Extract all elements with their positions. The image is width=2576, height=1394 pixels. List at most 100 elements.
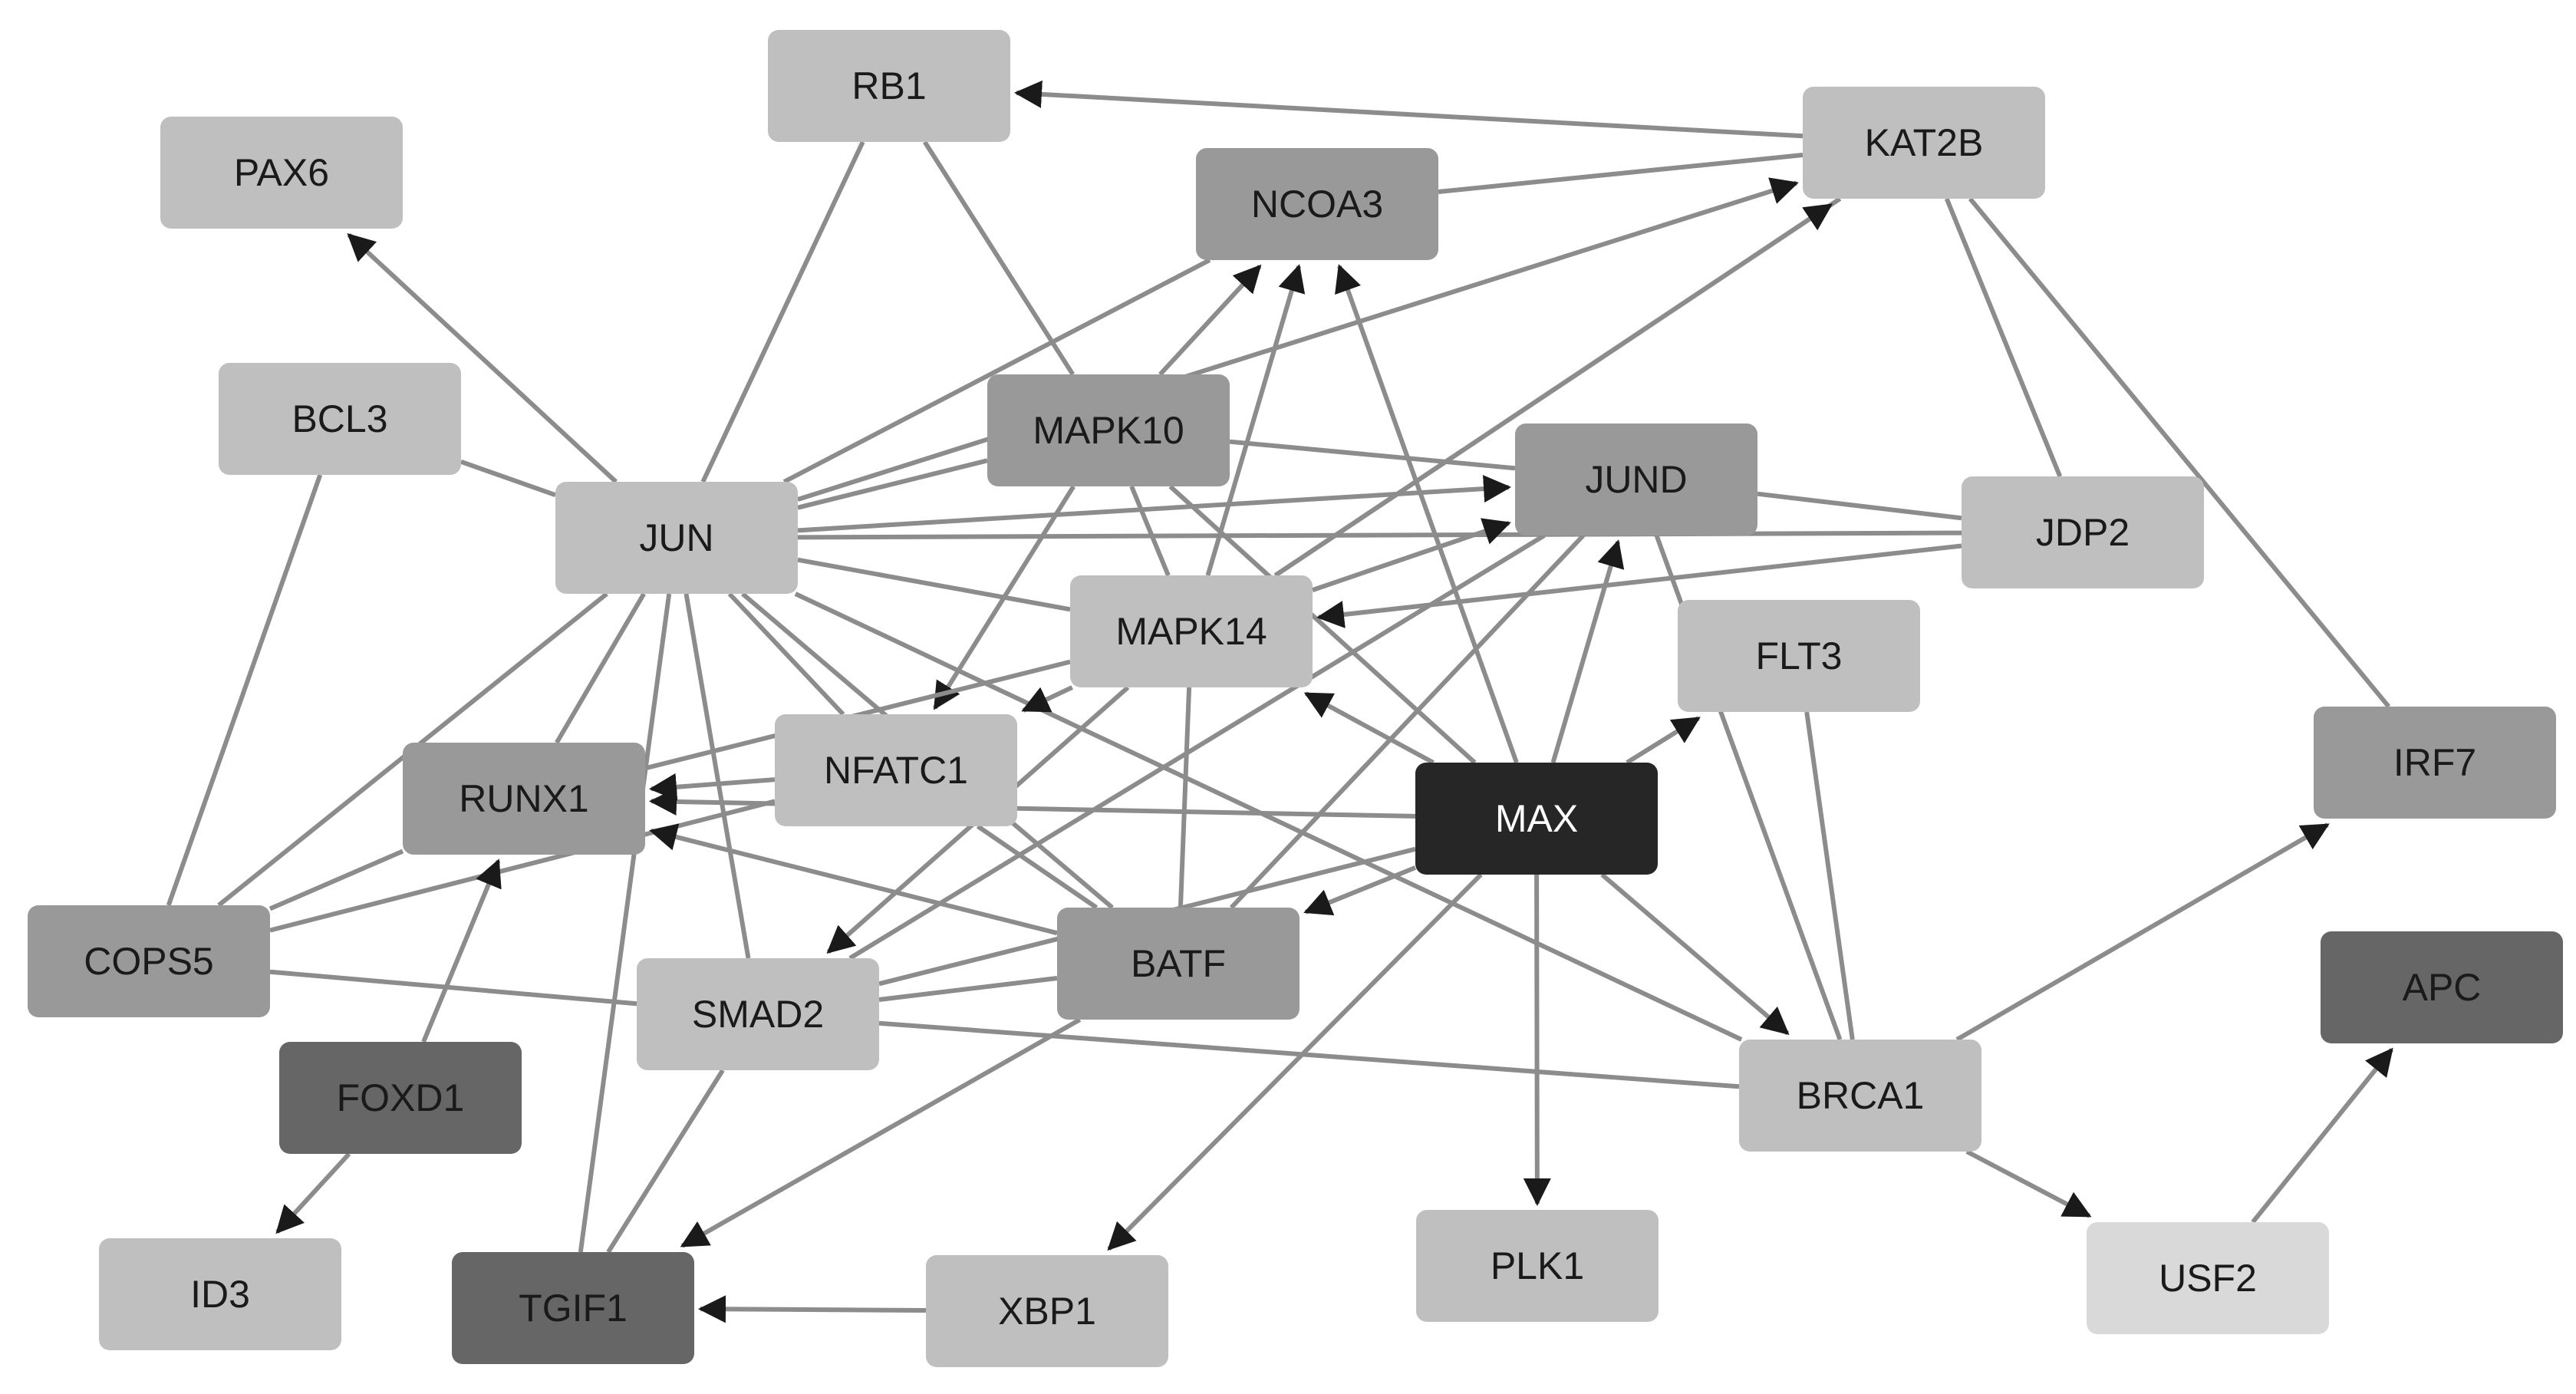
node-label: TGIF1	[519, 1287, 628, 1330]
node-label: KAT2B	[1865, 121, 1984, 164]
node-irf7[interactable]: IRF7	[2314, 707, 2556, 819]
node-box	[926, 1255, 1168, 1367]
node-mapk10[interactable]: MAPK10	[987, 374, 1230, 486]
node-label: BRCA1	[1797, 1074, 1925, 1117]
edge-nfatc1-runx1	[649, 773, 776, 801]
node-label: COPS5	[84, 940, 214, 983]
node-kat2b[interactable]: KAT2B	[1803, 87, 2045, 199]
node-nfatc1[interactable]: NFATC1	[775, 714, 1017, 826]
node-box	[1415, 763, 1658, 875]
node-box	[403, 743, 645, 855]
edge-mapk14-kat2b	[1273, 203, 1833, 578]
edge-jund-smad2	[848, 533, 1546, 961]
node-foxd1[interactable]: FOXD1	[279, 1042, 522, 1154]
edge-mapk14-batf	[1178, 687, 1192, 908]
node-cops5[interactable]: COPS5	[28, 905, 270, 1017]
node-box	[1196, 148, 1438, 260]
edge-max-mapk14	[1303, 691, 1435, 765]
edge-foxd1-runx1	[421, 858, 502, 1043]
node-box	[1739, 1040, 1981, 1152]
node-label: JUN	[639, 516, 713, 559]
node-ncoa3[interactable]: NCOA3	[1196, 148, 1438, 260]
edge-smad2-brca1	[878, 1020, 1740, 1089]
edge-jun-pax6	[347, 232, 618, 484]
node-jun[interactable]: JUN	[555, 482, 798, 594]
edge-jun-runx1	[555, 592, 646, 744]
node-runx1[interactable]: RUNX1	[403, 743, 645, 855]
node-id3[interactable]: ID3	[99, 1238, 341, 1350]
node-box	[775, 714, 1017, 826]
node-box	[1070, 575, 1313, 687]
node-usf2[interactable]: USF2	[2087, 1222, 2329, 1334]
edge-max-jund	[1550, 539, 1625, 763]
node-xbp1[interactable]: XBP1	[926, 1255, 1168, 1367]
node-box	[2087, 1222, 2329, 1334]
edge-max-brca1	[1600, 872, 1790, 1036]
edge-max-ncoa3	[1335, 264, 1519, 764]
node-label: JDP2	[2036, 511, 2130, 554]
edge-jun-jdp2	[797, 530, 1962, 540]
edge-cops5-runx1	[268, 849, 404, 911]
node-apc[interactable]: APC	[2321, 931, 2563, 1043]
node-label: PLK1	[1491, 1244, 1584, 1287]
node-jdp2[interactable]: JDP2	[1962, 476, 2204, 588]
node-label: JUND	[1585, 458, 1687, 501]
node-tgif1[interactable]: TGIF1	[452, 1252, 694, 1364]
node-jund[interactable]: JUND	[1515, 423, 1757, 536]
node-label: XBP1	[998, 1290, 1096, 1333]
edge-jun-kat2b	[797, 177, 1799, 502]
node-box	[452, 1252, 694, 1364]
edge-jun-rb1	[700, 140, 865, 483]
edge-cops5-smad2	[269, 969, 637, 1007]
edge-mapk10-mapk14	[1129, 485, 1171, 577]
node-label: RB1	[852, 64, 926, 107]
edge-jun-tgif1	[578, 593, 672, 1253]
node-pax6[interactable]: PAX6	[160, 117, 403, 229]
node-box	[1057, 908, 1300, 1020]
node-batf[interactable]: BATF	[1057, 908, 1300, 1020]
edge-mapk14-ncoa3	[1205, 264, 1306, 576]
node-label: PAX6	[234, 151, 329, 194]
edge-smad2-tgif1	[606, 1069, 725, 1254]
node-label: BCL3	[292, 397, 387, 440]
edge-mapk10-nfatc1	[933, 485, 1076, 710]
edge-foxd1-id3	[275, 1152, 351, 1234]
node-label: NCOA3	[1251, 183, 1383, 226]
edge-jun-bcl3	[460, 459, 556, 498]
node-box	[555, 482, 798, 594]
node-mapk14[interactable]: MAPK14	[1070, 575, 1313, 687]
edge-mapk14-jund	[1312, 518, 1511, 592]
node-box	[2321, 931, 2563, 1043]
edge-jun-mapk10	[797, 458, 988, 510]
edge-max-flt3	[1626, 716, 1701, 765]
edge-mapk14-nfatc1	[1021, 685, 1073, 713]
node-bcl3[interactable]: BCL3	[219, 363, 461, 475]
node-label: APC	[2403, 966, 2482, 1009]
node-label: SMAD2	[692, 993, 824, 1036]
node-rb1[interactable]: RB1	[768, 30, 1010, 142]
node-box	[279, 1042, 522, 1154]
node-label: MAX	[1495, 797, 1578, 840]
node-label: FOXD1	[337, 1076, 465, 1119]
node-smad2[interactable]: SMAD2	[637, 958, 879, 1070]
node-box	[99, 1238, 341, 1350]
node-box	[1515, 423, 1757, 536]
node-box	[987, 374, 1230, 486]
node-flt3[interactable]: FLT3	[1678, 600, 1920, 712]
node-label: BATF	[1131, 942, 1226, 985]
node-label: RUNX1	[459, 777, 588, 820]
node-box	[637, 958, 879, 1070]
node-box	[768, 30, 1010, 142]
edge-rb1-mapk10	[922, 140, 1076, 376]
node-brca1[interactable]: BRCA1	[1739, 1040, 1981, 1152]
node-plk1[interactable]: PLK1	[1416, 1210, 1659, 1322]
edge-batf-tgif1	[680, 1017, 1082, 1248]
node-max[interactable]: MAX	[1415, 763, 1658, 875]
node-box	[28, 905, 270, 1017]
edge-max-batf	[1303, 865, 1417, 916]
node-label: ID3	[190, 1273, 250, 1316]
edge-batf-smad2	[878, 976, 1058, 1002]
edge-usf2-apc	[2251, 1047, 2394, 1224]
edge-brca1-irf7	[1955, 822, 2330, 1042]
